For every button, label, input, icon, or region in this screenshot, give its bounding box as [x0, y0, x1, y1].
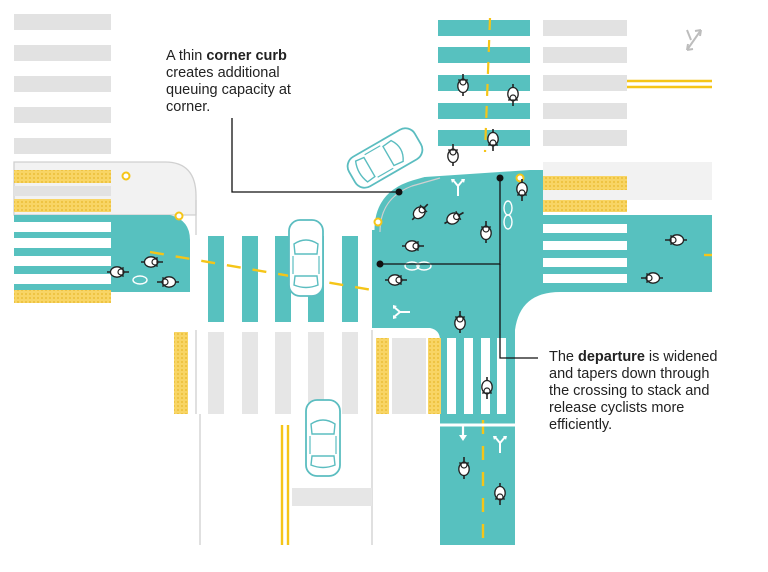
- callout-emphasis: corner curb: [206, 48, 287, 64]
- leader-line-departure: [376, 174, 538, 359]
- callout-text: A thin: [166, 48, 207, 64]
- cyclist-icon: [446, 143, 460, 167]
- crosswalk-top-left: [14, 14, 111, 154]
- south-road: [199, 414, 373, 545]
- callout-text: The: [549, 349, 579, 365]
- center-line-east: [627, 79, 712, 89]
- tactile-paving-sw: [174, 332, 188, 414]
- north-arrow-icon: [686, 29, 702, 51]
- car-icon: [305, 399, 341, 477]
- leader-line-corner: [231, 118, 403, 196]
- crosswalk-top-right: [543, 20, 627, 146]
- bollards: [121, 171, 525, 227]
- callout-text: creates additional queuing capacity at c…: [166, 65, 291, 115]
- callout-emphasis: departure: [578, 349, 645, 365]
- callout-departure: The departure is widened and tapers down…: [549, 349, 719, 434]
- curb-lines: [195, 200, 373, 414]
- north-bike-crossing: [438, 17, 530, 153]
- car-icon: [288, 219, 324, 297]
- callout-corner-curb: A thin corner curb creates additional qu…: [166, 48, 316, 116]
- west-bike-lane: [14, 170, 190, 303]
- callout-text: is widened and tapers down through the c…: [549, 349, 718, 433]
- bike-lane-symbol-icon: [132, 200, 513, 285]
- center-crosswalk: [149, 236, 373, 414]
